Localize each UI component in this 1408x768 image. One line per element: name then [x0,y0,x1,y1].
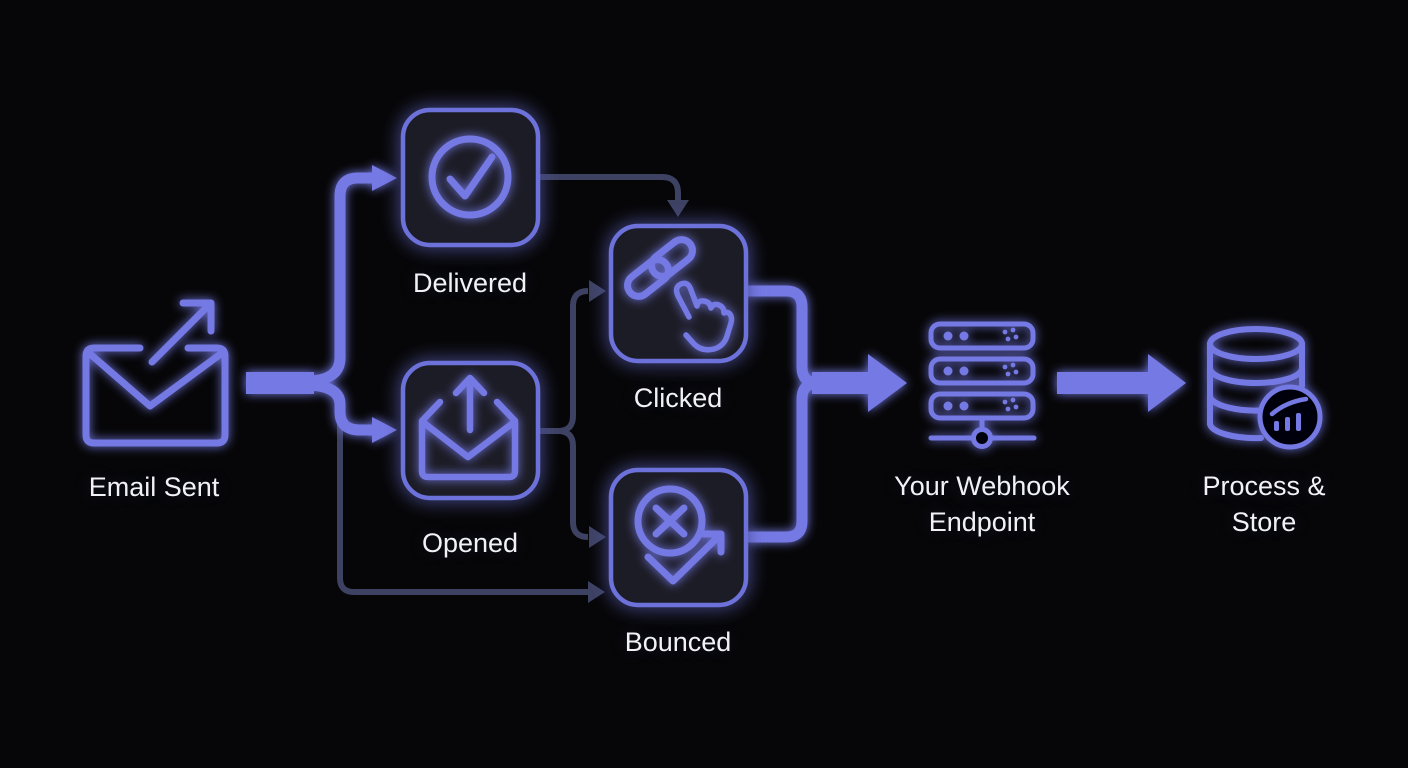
envelope-open-arrow-icon [418,374,519,481]
label-email-sent: Email Sent [88,472,220,502]
connector-emailsent-bounced [337,420,588,595]
trend-line [1269,396,1309,417]
database-analytics-icon [1207,326,1323,450]
label-clicked: Clicked [633,383,723,413]
x-mark [652,504,688,538]
label-delivered: Delivered [412,268,528,298]
arrowhead-emailsent-opened [372,417,397,443]
db-top [1207,326,1305,362]
arrowhead-emailsent-delivered [372,165,397,191]
x-circle-ring [634,485,706,557]
check-circle-ring [428,135,512,219]
delivered-box [400,107,541,248]
chain-link-lower [624,256,672,300]
connector-delivered-clicked [538,174,681,201]
connector-opened-bounced [540,428,589,540]
server-stack-icon [928,321,1037,449]
connector-bounced-merge [745,377,819,543]
bounce-arrow-icon [634,485,725,585]
label-bounced: Bounced [624,627,732,657]
db-band-2 [1207,393,1271,414]
send-arrow-head [179,299,215,335]
db-band-1 [1207,365,1305,386]
arrow-webhook-process [1057,354,1186,412]
envelope-flap [85,349,226,410]
server-bar-1 [928,321,1036,351]
check-circle-icon [428,135,512,219]
send-arrow-shaft [148,303,211,366]
db-bottom [1207,421,1264,442]
mini-bars [1274,413,1301,431]
send-email-icon [82,299,229,447]
check-mark [446,153,496,200]
open-arrow-head [452,374,488,397]
node-boxes [400,107,749,608]
connector-emailsent-opened [310,379,372,436]
label-webhook: Your Webhook Endpoint [894,471,1070,537]
server-leds [943,327,1019,412]
chain-link-upper [648,236,696,280]
arrowhead-opened-bounced [589,526,606,548]
arrowhead-opened-clicked [589,280,606,302]
open-envelope-fold [420,419,517,461]
arrow-merge-webhook [812,354,907,412]
dim-connectors [337,174,689,603]
label-process-store: Process & Store [1202,471,1326,537]
analytics-badge-ring [1257,384,1323,450]
network-node-ring [971,427,993,449]
bold-connectors [246,165,1186,543]
connector-emailsent-trunk [246,372,314,394]
connector-emailsent-delivered [310,172,372,387]
server-bar-2 [928,356,1036,386]
link-click-icon [624,236,735,353]
label-opened: Opened [421,528,519,558]
arrowhead-emailsent-bounced [588,581,605,603]
arrowhead-delivered-clicked [667,200,689,217]
pointer-hand [673,280,735,353]
bounce-arrow-head [699,530,725,556]
bounce-swoosh [644,532,723,585]
open-envelope-body [418,398,519,481]
connector-clicked-merge [745,285,819,389]
